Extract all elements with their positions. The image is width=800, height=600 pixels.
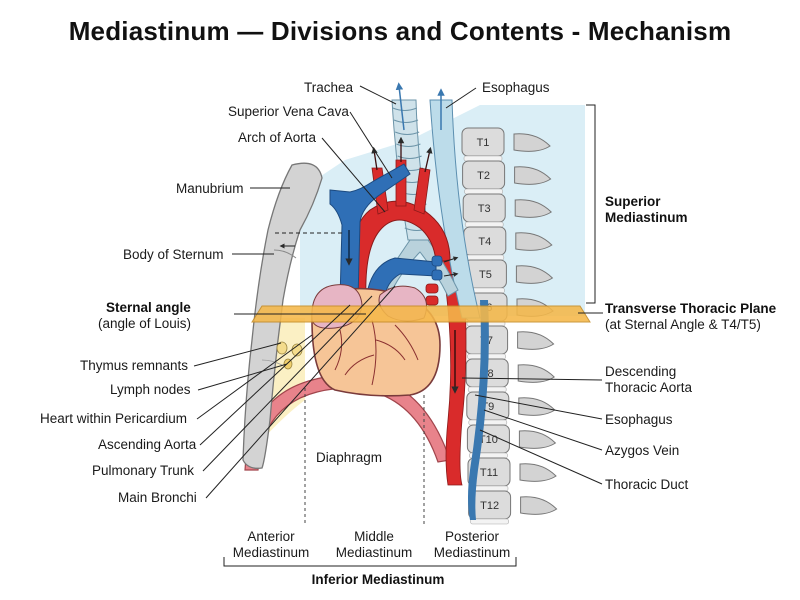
intervertebral-disc	[470, 518, 509, 525]
label-anterior-1: Anterior	[247, 529, 295, 544]
vertebra-label-t10: T10	[479, 434, 498, 446]
spinous-process-t11	[519, 463, 557, 482]
vertebra-label-t12: T12	[480, 500, 499, 512]
intervertebral-disc	[464, 221, 504, 228]
spinous-process-t8	[517, 364, 555, 383]
label-posterior-1: Posterior	[445, 529, 500, 544]
label-arch-of-aorta: Arch of Aorta	[238, 130, 317, 145]
tracheal-ring	[393, 119, 419, 123]
intervertebral-disc	[464, 188, 503, 195]
label-trachea: Trachea	[304, 80, 354, 95]
azygos-vein-shape	[468, 300, 489, 520]
spinous-process-t7	[517, 331, 555, 350]
spinous-process-t5	[515, 265, 554, 284]
thymus-remnant-1	[276, 341, 288, 355]
label-body-of-sternum: Body of Sternum	[123, 247, 224, 262]
inferior-bracket	[223, 557, 517, 567]
tracheal-ring	[395, 131, 420, 135]
label-thoracic-duct: Thoracic Duct	[605, 477, 689, 492]
intervertebral-disc	[463, 155, 503, 162]
coronary-vessels	[334, 319, 419, 386]
label-diaphragm: Diaphragm	[316, 450, 382, 465]
tracheal-ring	[397, 155, 422, 159]
label-superior-1: Superior	[605, 194, 661, 209]
label-plane-1: Transverse Thoracic Plane	[605, 301, 777, 316]
label-sternal-angle-sub: (angle of Louis)	[98, 316, 191, 331]
intervertebral-disc	[468, 419, 508, 426]
vertebra-label-t2: T2	[477, 170, 490, 182]
label-middle-2: Mediastinum	[336, 545, 413, 560]
spinous-process-t10	[518, 430, 557, 449]
vertebra-label-t5: T5	[479, 269, 492, 281]
vertebra-label-t3: T3	[478, 203, 491, 215]
spinous-process-t12	[520, 496, 558, 515]
vertebra-label-t4: T4	[478, 236, 491, 248]
page-title: Mediastinum — Divisions and Contents - M…	[68, 16, 732, 46]
superior-bracket	[586, 104, 596, 304]
label-inferior-mediastinum: Inferior Mediastinum	[312, 572, 445, 587]
tracheal-ring	[392, 107, 417, 111]
label-middle-1: Middle	[354, 529, 394, 544]
label-posterior-2: Mediastinum	[434, 545, 511, 560]
label-superior-vena-cava: Superior Vena Cava	[228, 104, 349, 119]
leader-lines	[193, 85, 603, 499]
label-plane-2: (at Sternal Angle & T4/T5)	[605, 317, 761, 332]
label-descending-aorta-1: Descending	[605, 364, 676, 379]
label-main-bronchi: Main Bronchi	[118, 490, 197, 505]
label-lymph-nodes: Lymph nodes	[110, 382, 191, 397]
spinous-process-t4	[515, 232, 553, 251]
label-pulmonary-trunk: Pulmonary Trunk	[92, 463, 194, 478]
label-esophagus-right: Esophagus	[605, 412, 673, 427]
spinous-process-t1	[513, 133, 551, 152]
superior-vena-cava-shape	[329, 163, 411, 301]
intervertebral-disc	[467, 386, 507, 393]
intervertebral-disc	[465, 254, 505, 261]
label-descending-aorta-2: Thoracic Aorta	[605, 380, 693, 395]
tracheal-ring	[396, 143, 421, 147]
spinous-process-t3	[514, 199, 552, 218]
label-manubrium: Manubrium	[176, 181, 244, 196]
sternum-shape	[242, 162, 323, 469]
spinous-process-t2	[514, 166, 552, 185]
label-esophagus-top: Esophagus	[482, 80, 550, 95]
label-thymus-remnants: Thymus remnants	[80, 358, 188, 373]
label-superior-2: Mediastinum	[605, 210, 688, 225]
vertebra-label-t11: T11	[480, 467, 498, 479]
label-anterior-2: Mediastinum	[233, 545, 310, 560]
label-ascending-aorta: Ascending Aorta	[98, 437, 197, 452]
vertebra-label-t1: T1	[477, 137, 490, 149]
label-sternal-angle: Sternal angle	[106, 300, 191, 315]
label-heart-within-pericardium: Heart within Pericardium	[40, 411, 187, 426]
label-azygos-vein: Azygos Vein	[605, 443, 679, 458]
